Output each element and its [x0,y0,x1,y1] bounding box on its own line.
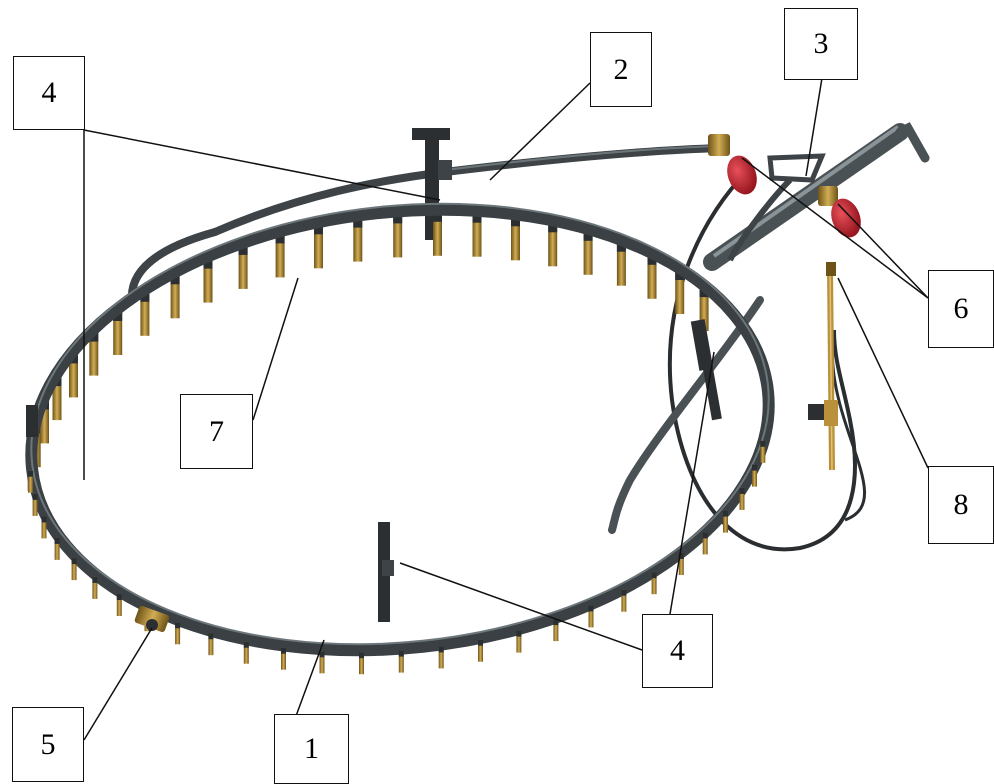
nozzle-icon [473,213,482,257]
nozzle-icon [652,572,657,594]
nozzle-icon [399,651,404,673]
nozzle-icon [55,538,60,560]
callout-2: 2 [590,32,652,107]
nozzle-icon [433,212,442,256]
nozzle-icon [723,511,728,533]
nozzle-icon [239,245,248,289]
handle-end [900,128,925,158]
nozzle-icon [92,577,97,599]
nozzle-icon [208,633,213,655]
nozzle-icon [617,242,626,286]
nozzle-icon [548,222,557,266]
torch-icon [808,262,838,470]
nozzle-icon [281,648,286,670]
supply-pipe-main [215,148,722,232]
nozzle-icon [276,233,285,277]
leader-5 [84,628,152,740]
leader-4-top [84,130,440,200]
callout-5: 5 [12,707,84,782]
nozzle-icon [320,651,325,673]
callout-6: 6 [928,270,994,348]
nozzle-icon [511,216,520,260]
callout-4-bottom: 4 [642,614,713,688]
left-bracket [26,405,38,437]
callout-7: 7 [180,394,253,469]
nozzle-icon [439,646,444,668]
nozzle-icon [42,516,47,538]
nozzle-icon [175,622,180,644]
callout-8: 8 [928,466,994,544]
nozzle-icon [553,619,558,641]
nozzle-icon [621,590,626,612]
leader-7 [253,278,298,420]
nozzle-row-back [28,212,709,491]
nozzle-icon [760,441,765,463]
nozzle-icon [117,594,122,616]
nozzle-icon [314,224,323,268]
nozzle-icon [204,259,213,303]
clamp-bottom [378,522,394,622]
nozzle-icon [648,255,657,299]
nozzle-icon [740,488,745,510]
nozzle-icon [353,218,362,262]
nozzle-icon [28,471,33,493]
nozzle-icon [752,465,757,487]
callout-4-top-left: 4 [13,56,85,130]
nozzle-icon [584,231,593,275]
nozzle-icon [589,605,594,627]
nozzle-icon [478,640,483,662]
nozzle-icon [72,558,77,580]
clamp-right [691,319,722,420]
nozzle-icon [171,274,180,318]
nozzle-icon [703,532,708,554]
nozzle-icon [244,642,249,664]
clamp-top [412,128,452,240]
nozzle-icon [359,652,364,674]
handle-bracket [770,156,822,180]
nozzle-icon [33,494,38,516]
callout-3: 3 [784,8,858,80]
nozzle-icon [516,631,521,653]
leader-2 [490,83,590,180]
callout-1: 1 [274,714,349,784]
nozzle-icon [393,213,402,257]
leader-6-b [838,204,928,298]
